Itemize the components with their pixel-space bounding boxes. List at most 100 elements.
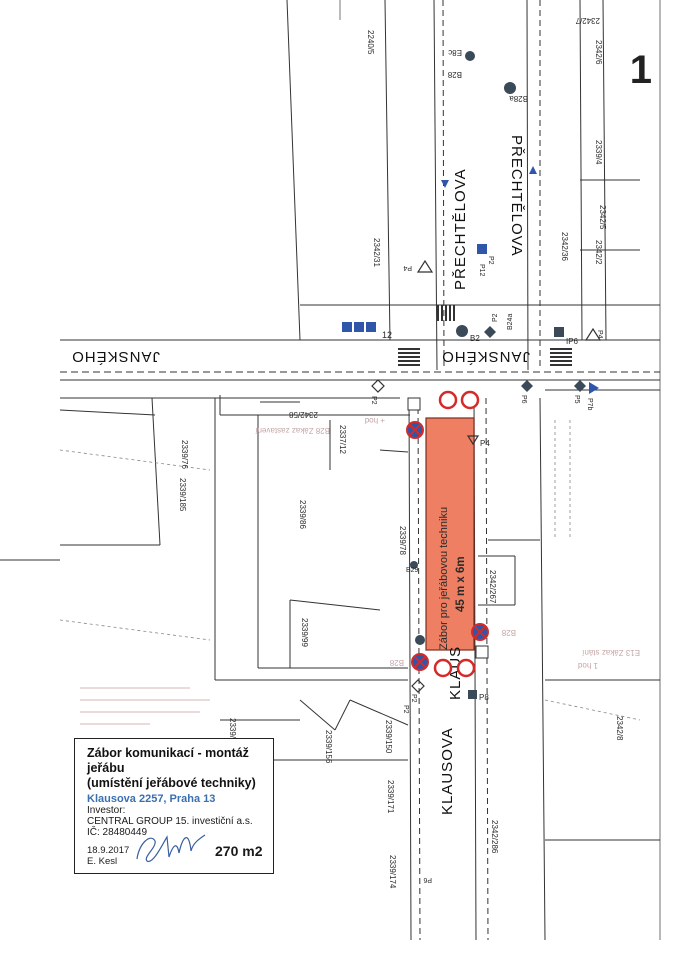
no-stopping-icon (456, 658, 476, 678)
yield-icon (584, 327, 602, 341)
arrow-down-icon (441, 180, 449, 188)
title-line-1: Zábor komunikací - montáž jeřábu (87, 746, 249, 775)
parcel-label: 2342/267 (488, 570, 497, 604)
investor-name: CENTRAL GROUP 15. investiční a.s. (87, 816, 253, 827)
parcel-label: 2240/5 (366, 30, 375, 55)
sign-label: P2 (487, 256, 494, 265)
parking-sign-icon (354, 322, 364, 332)
sign-label: P2 (410, 694, 417, 703)
title-line-2: (umístění jeřábové techniky) (87, 776, 256, 790)
priority-icon (411, 679, 425, 693)
street-klausova-1: KLAUSOVA (439, 727, 456, 815)
priority-icon (574, 380, 586, 392)
parcel-label: 2342/8 (615, 716, 624, 741)
parcel-label: 2342/36 (560, 232, 569, 261)
no-entry-icon (456, 325, 468, 337)
info-sign-icon (554, 327, 564, 337)
traffic-signs: B28 E8c B28a P2 P12 P4 12 B2 P2 B24a IP6… (342, 48, 603, 883)
sign-icon (415, 635, 425, 645)
date-author: 18.9.2017 E. Kesl (87, 845, 129, 867)
sign-label: B24a (507, 314, 514, 330)
priority-icon (371, 379, 385, 393)
crosswalks (398, 305, 572, 366)
parcel-label: 2342/5 (598, 205, 607, 230)
faint-notes: + hod B28 Zákaz zastavení 1 hod E13 Záka… (255, 416, 640, 670)
info-sign-icon (468, 690, 477, 699)
sign-label: P6 (423, 876, 432, 883)
priority-icon (484, 326, 496, 338)
parcel-label: 2339/86 (298, 500, 307, 529)
parcel-label: 2342/2 (594, 240, 603, 265)
parcel-label: 2339/3 (228, 718, 237, 743)
sign-icon (410, 561, 418, 569)
street-janskeho-2: JANSKÉHO (441, 348, 530, 365)
sign-label: P12 (478, 264, 485, 277)
sign-label: P6 (520, 395, 527, 404)
street-janskeho-1: JANSKÉHO (71, 348, 160, 365)
parcel-label: 2339/174 (388, 855, 397, 889)
date: 18.9.2017 (87, 845, 130, 856)
sign-label: P2 (492, 313, 499, 322)
sign-icon (504, 82, 516, 94)
sign-label: P7b (586, 398, 593, 411)
parcel-label: 2339/76 (180, 440, 189, 469)
parcel-label: 2342/58 (289, 410, 318, 419)
sign-label: E8c (448, 48, 462, 57)
sign-post-icon (407, 397, 421, 411)
parcel-labels: 2342/7 2240/5 2342/6 2339/4 2342/5 2342/… (178, 16, 624, 889)
sign-label: B28a (509, 94, 528, 103)
author: E. Kesl (87, 856, 118, 867)
parcel-label: 2339/4 (594, 140, 603, 165)
parcel-label: 2339/99 (300, 618, 309, 647)
parking-sign-icon (477, 244, 487, 254)
investor-ico: IČ: 28480449 (87, 827, 148, 838)
faint-note: + hod (365, 416, 385, 425)
parcel-label: 2339/150 (384, 720, 393, 754)
sign-label: B2 (470, 334, 480, 343)
priority-icon (521, 380, 533, 392)
zone-size: 45 m x 6m (455, 556, 467, 612)
street-klausova-2: KLAUS (447, 646, 464, 700)
parcel-label: 2342/6 (594, 40, 603, 65)
sign-label: P4 (596, 330, 603, 339)
sign-icon (465, 51, 475, 61)
sign-post-icon (475, 645, 489, 659)
sign-label: P4 (480, 439, 490, 448)
crane-occupation-zone[interactable] (425, 417, 475, 651)
faint-note: E13 Zákaz stání (581, 648, 640, 657)
street-prechtelova-1: PŘECHTĚLOVA (452, 168, 469, 290)
arrow-up-icon (529, 166, 537, 174)
faint-note: B28 Zákaz zastavení (255, 426, 330, 435)
sign-label: P2 (402, 705, 409, 714)
sign-label: P2 (370, 396, 377, 405)
no-stopping-icon (460, 390, 480, 410)
parcel-label: 2342/31 (372, 238, 381, 267)
sheet-number: 1 (629, 48, 652, 92)
street-lines (0, 0, 660, 941)
yield-icon (466, 435, 480, 446)
sign-label: 12 (382, 330, 392, 340)
arrow-right-icon (589, 382, 599, 394)
address: Klausova 2257, Praha 13 (87, 793, 216, 805)
street-prechtelova-2: PŘECHTĚLOVA (508, 135, 525, 257)
faint-note: 1 hod (578, 661, 598, 670)
investor-label: Investor: (87, 805, 126, 816)
parcel-label: 2342/286 (490, 820, 499, 854)
parcel-label: 2339/78 (398, 526, 407, 555)
yield-icon (416, 259, 434, 273)
sign-label: P4 (403, 264, 412, 271)
parcel-label: 2339/171 (386, 780, 395, 814)
sign-label: B28 (389, 658, 404, 667)
parcel-label: 2339/156 (324, 730, 333, 764)
zone-label: Zábor pro jeřábovou techniku (438, 507, 450, 650)
parking-sign-icon (366, 322, 376, 332)
sign-label: P8 (479, 693, 489, 702)
area-value: 270 m2 (215, 843, 263, 859)
parking-sign-icon (342, 322, 352, 332)
no-stopping-icon (438, 390, 458, 410)
no-stopping-icon (433, 658, 453, 678)
title-block: Zábor komunikací - montáž jeřábu (umístě… (74, 738, 274, 874)
parcel-label: 2337/12 (338, 425, 347, 454)
signature (136, 834, 206, 862)
